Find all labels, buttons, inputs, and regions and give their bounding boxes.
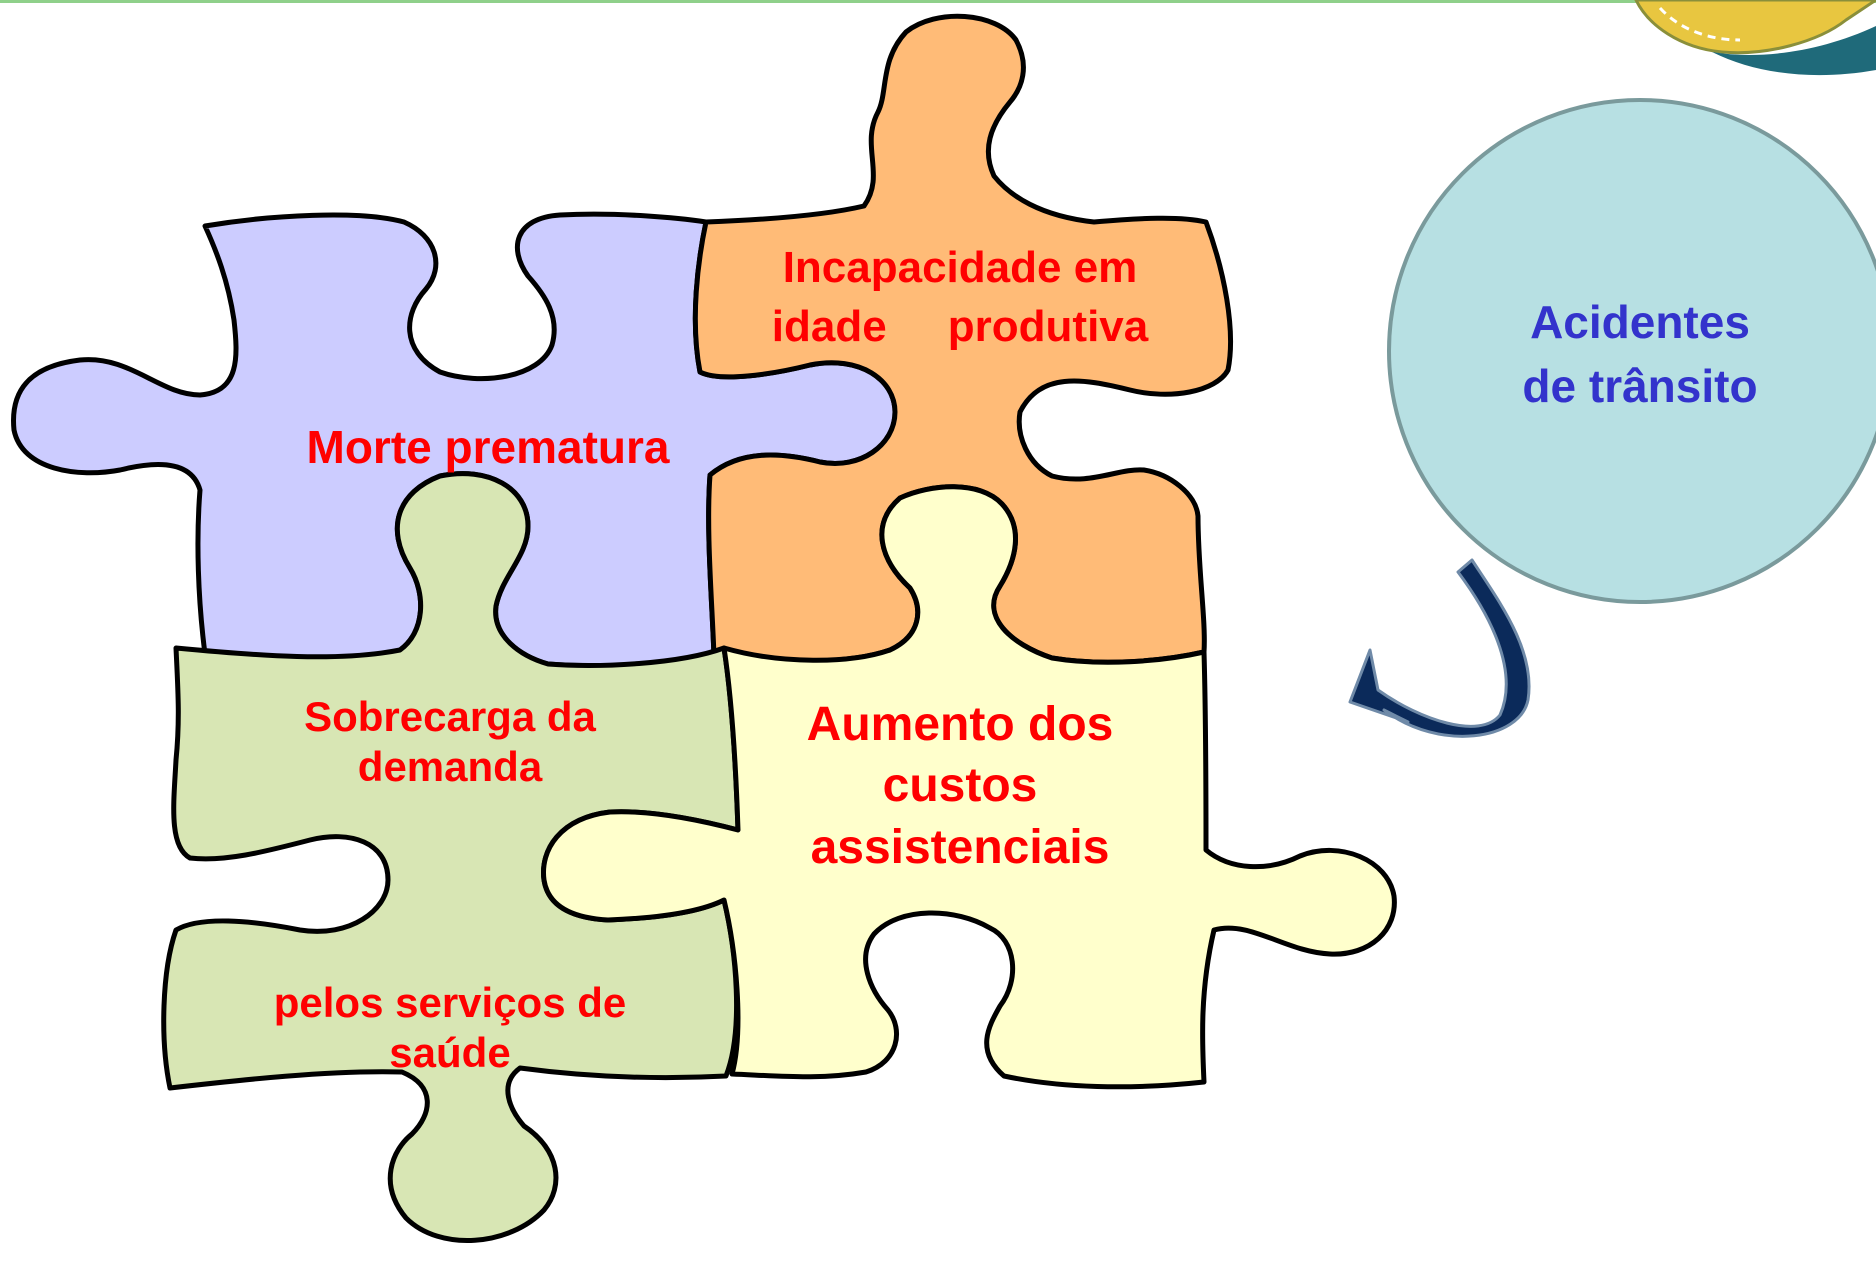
label-incapacidade: Incapacidade em idade produtiva: [771, 243, 1149, 352]
cause-circle: [1387, 98, 1876, 604]
puzzle-piece-incapacidade: [692, 13, 1234, 665]
label-sobrecarga-top: Sobrecarga da demanda: [304, 693, 596, 790]
label-aumento: Aumento dos custos assistenciais: [806, 698, 1114, 874]
puzzle-piece-sobrecarga: [161, 471, 741, 1243]
curved-arrow-icon: [1348, 558, 1531, 738]
top-rule: [0, 0, 1876, 3]
logo-icon: [1634, 0, 1876, 76]
label-morte-prematura: Morte prematura: [306, 421, 670, 473]
label-sobrecarga-bottom: pelos serviços de saúde: [273, 979, 627, 1076]
label-acidentes-de-transito: Acidentes de trânsito: [1522, 296, 1758, 413]
puzzle-piece-aumento: [541, 484, 1397, 1090]
